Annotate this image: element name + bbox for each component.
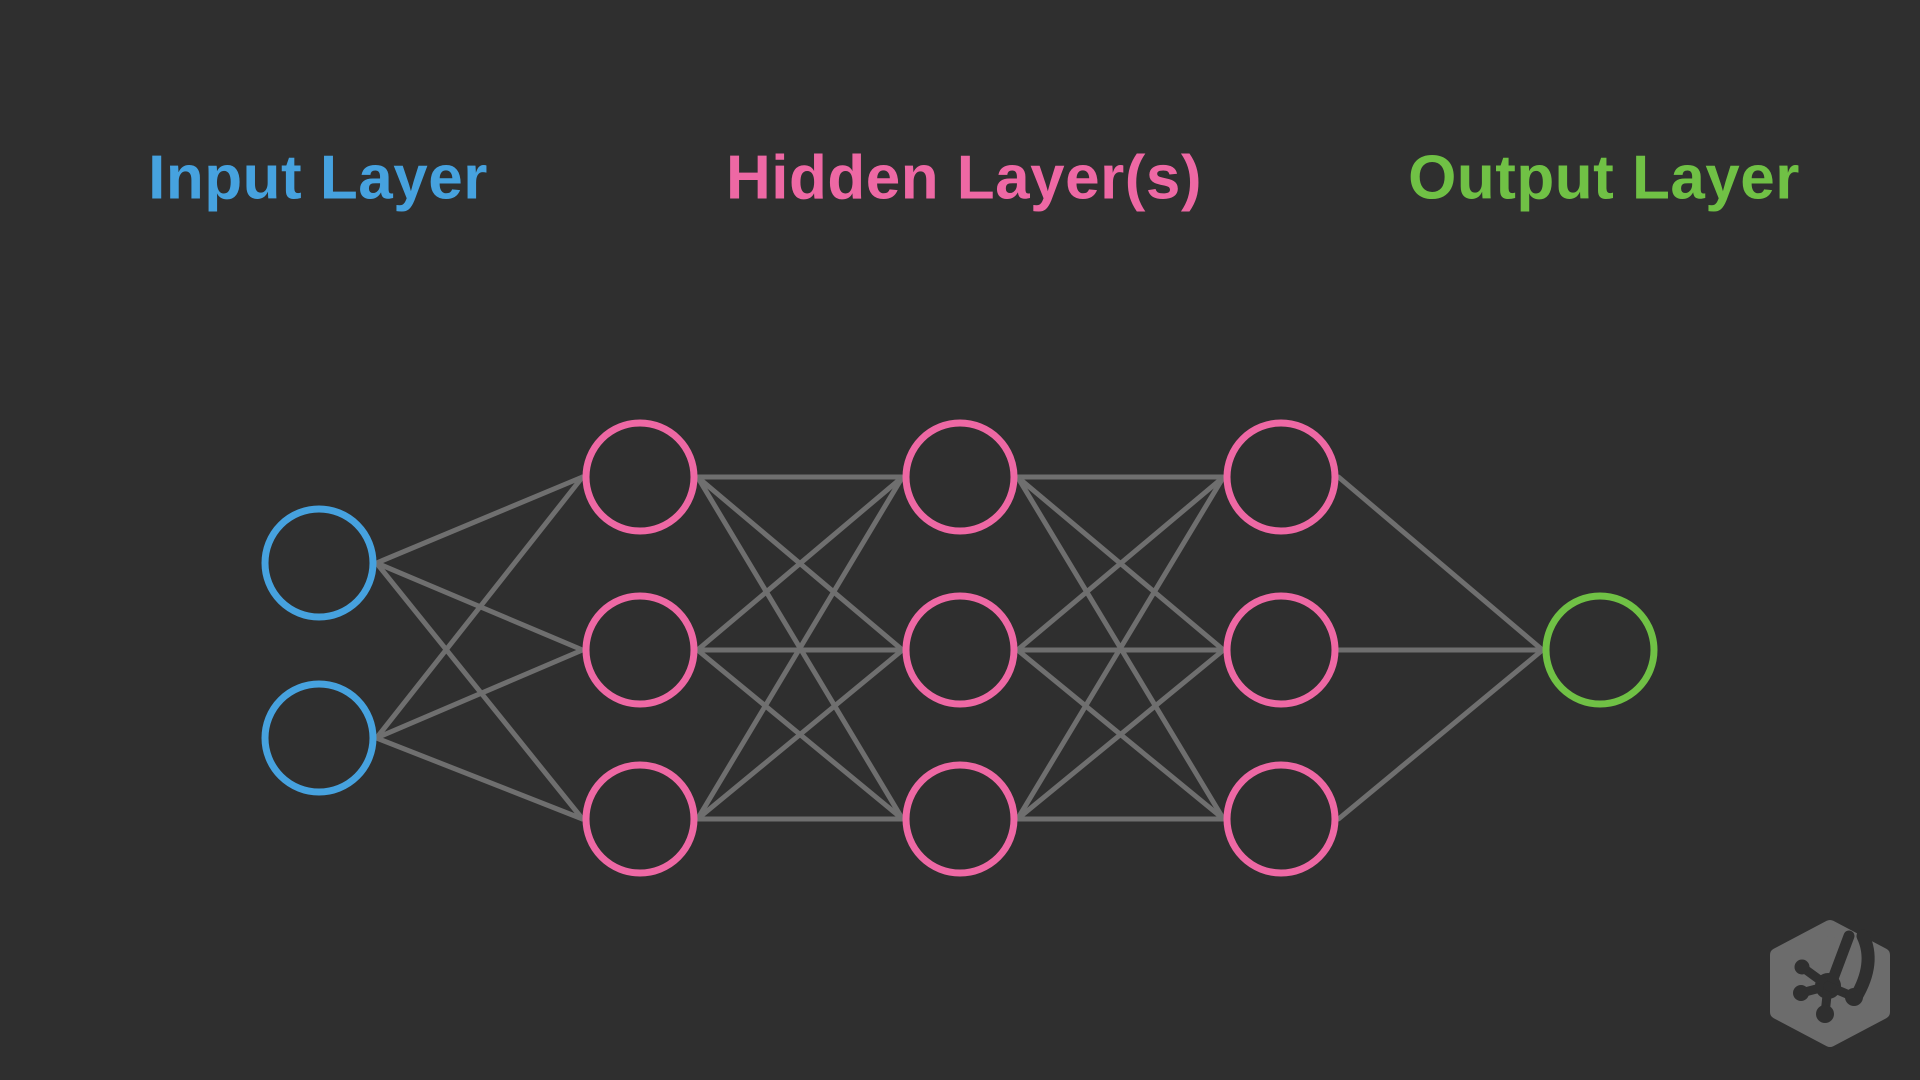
hidden-1-node-3	[582, 761, 698, 877]
edge-hidden-3-3-to-output-1	[1336, 647, 1545, 822]
hidden-3-node-3	[1223, 761, 1339, 877]
edge-hidden-2-2-to-hidden-3-1	[1015, 474, 1226, 653]
logo-frog-foot-icon	[1793, 929, 1875, 1023]
label-hidden-layers: Hidden Layer(s)	[725, 143, 1203, 213]
label-input-layer: Input Layer	[148, 143, 488, 213]
hidden-2-node-3	[902, 761, 1018, 877]
hidden-2-node-1	[902, 419, 1018, 535]
edge-input-1-to-hidden-1-1	[374, 474, 585, 566]
edge-hidden-3-1-to-output-1	[1336, 474, 1545, 653]
edge-hidden-2-3-to-hidden-3-1	[1015, 474, 1226, 822]
edges-group	[374, 474, 1545, 822]
edge-hidden-1-3-to-hidden-2-1	[695, 474, 905, 822]
edge-hidden-1-2-to-hidden-2-1	[695, 474, 905, 653]
hidden-1-node-1	[582, 419, 698, 535]
edge-input-2-to-hidden-1-2	[374, 647, 585, 741]
edge-input-2-to-hidden-1-1	[374, 474, 585, 741]
hidden-3-node-1	[1223, 419, 1339, 535]
label-output-layer: Output Layer	[1408, 143, 1800, 213]
hidden-1-node-2	[582, 592, 698, 708]
edge-hidden-1-3-to-hidden-2-2	[695, 647, 905, 822]
input-node-1	[261, 505, 377, 621]
nodes-group	[261, 419, 1658, 877]
hidden-3-node-2	[1223, 592, 1339, 708]
edge-hidden-2-3-to-hidden-3-2	[1015, 647, 1226, 822]
output-node-1	[1542, 592, 1658, 708]
input-node-2	[261, 680, 377, 796]
edge-input-2-to-hidden-1-3	[374, 735, 585, 822]
hidden-2-node-2	[902, 592, 1018, 708]
logo-badge	[1770, 920, 1890, 1047]
edge-input-1-to-hidden-1-3	[374, 560, 585, 822]
